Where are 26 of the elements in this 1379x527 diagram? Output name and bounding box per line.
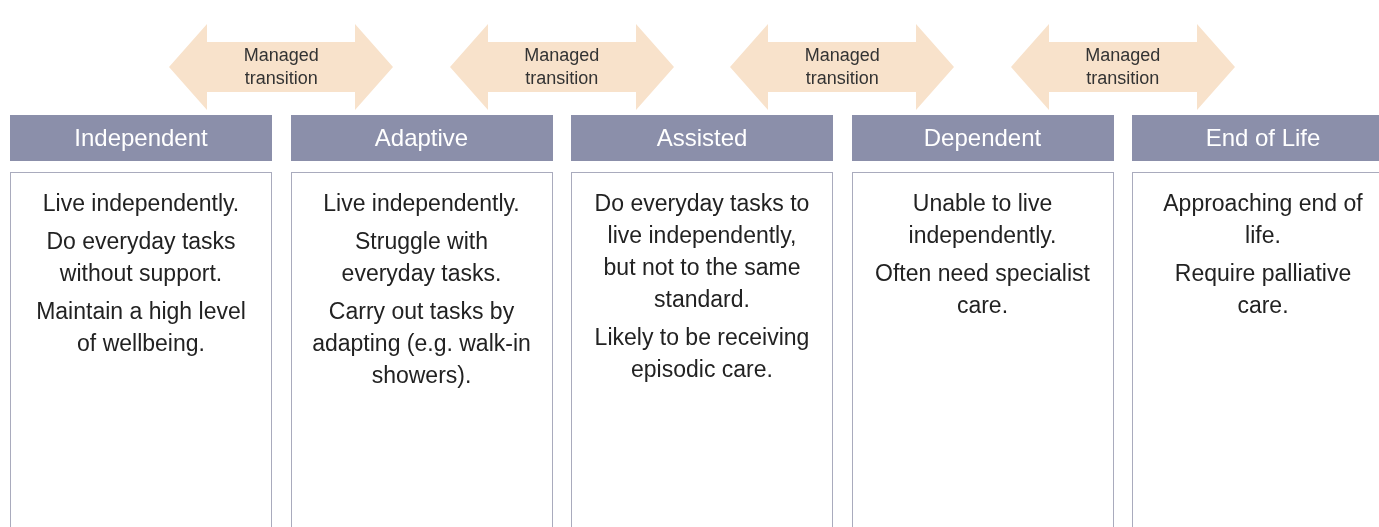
- description-text: Require palliative care.: [1173, 259, 1353, 320]
- stage-panel: [10, 172, 272, 527]
- description-text: Do everyday tasks without support.: [45, 227, 237, 288]
- stage-header: Assisted: [571, 115, 833, 161]
- stage-header: End of Life: [1132, 115, 1379, 161]
- stage-header: Independent: [10, 115, 272, 161]
- description-text: Unable to live independently.: [907, 189, 1058, 250]
- transition-label: Managed transition: [803, 44, 881, 90]
- transition-label: Managed transition: [523, 44, 601, 90]
- stage-panel: [571, 172, 833, 527]
- stage-header: Adaptive: [290, 115, 553, 161]
- description-text: Carry out tasks by adapting (e.g. walk-in showers).: [311, 297, 532, 390]
- stage-panel: [290, 172, 553, 527]
- description-text: Likely to be receiving episodic care.: [593, 323, 811, 384]
- description-text: Approaching end of life.: [1162, 189, 1364, 250]
- description-text: Maintain a high level of wellbeing.: [35, 297, 247, 358]
- description-text: Often need specialist care.: [874, 259, 1091, 320]
- stage-header: Dependent: [851, 115, 1114, 161]
- transition-label: Managed transition: [1084, 44, 1162, 90]
- description-text: Live independently.: [42, 189, 240, 218]
- description-text: Struggle with everyday tasks.: [340, 227, 503, 288]
- description-text: Live independently.: [323, 189, 520, 218]
- stage-panel: [1132, 172, 1379, 527]
- description-text: Do everyday tasks to live independently, but not to the same standard.: [593, 189, 811, 314]
- transition-label: Managed transition: [242, 44, 320, 90]
- stage-panel: [851, 172, 1114, 527]
